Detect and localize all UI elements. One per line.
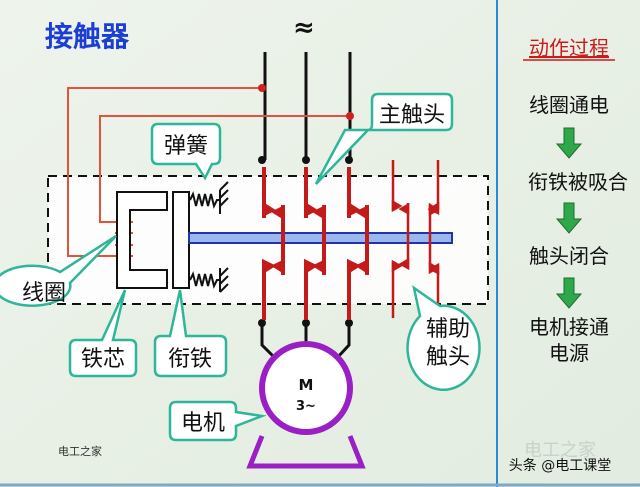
diagram-title: 接触器 <box>45 20 130 53</box>
motor-circle <box>259 341 353 435</box>
source-caption: 电工之家 <box>58 444 102 458</box>
label-aux-line2: 触头 <box>426 345 470 370</box>
callout-core-shape <box>68 289 138 378</box>
callouts <box>0 92 481 442</box>
process-step-2: 衔铁被吸合 <box>528 170 628 194</box>
main-contact-l2 <box>304 167 326 320</box>
process-step-1: 线圈通电 <box>529 93 609 117</box>
iron-core <box>116 191 168 289</box>
ac-symbol: ≈ <box>293 13 315 43</box>
watermark: 头条 @电工课堂 <box>509 457 611 474</box>
label-motor: 电机 <box>181 411 225 436</box>
push-bar <box>188 232 453 244</box>
junction-dot <box>258 84 266 92</box>
process-heading: 动作过程 <box>529 36 609 60</box>
main-contact-l3 <box>347 167 369 320</box>
down-arrow-icon <box>555 202 583 234</box>
process-step-3: 触头闭合 <box>529 244 609 268</box>
callout-motor-shape <box>168 400 267 442</box>
main-contact-l1 <box>262 167 285 320</box>
main-contacts <box>262 167 369 320</box>
motor-symbol: M <box>299 376 314 394</box>
down-arrow-icon <box>555 277 583 309</box>
junction-dot <box>346 112 354 120</box>
label-spring: 弹簧 <box>164 134 208 159</box>
label-main-contact: 主触头 <box>379 103 445 128</box>
process-step-4: 电机接通 <box>529 315 609 339</box>
callout-spring-shape <box>150 122 222 181</box>
label-core: 铁芯 <box>81 347 125 372</box>
armature <box>172 191 190 289</box>
callout-coil-shape <box>0 234 117 307</box>
motor: M 3~ <box>246 341 366 469</box>
process-arrows <box>555 127 583 309</box>
label-coil: 线圈 <box>22 281 66 306</box>
motor-base <box>246 435 366 469</box>
label-aux-line1: 辅助 <box>426 317 470 342</box>
watermark-faint: 电工之家 <box>524 440 596 461</box>
callout-armature-shape <box>153 289 228 378</box>
down-arrow-icon <box>555 127 583 159</box>
label-armature: 衔铁 <box>168 347 212 372</box>
callout-main-contact-shape <box>314 92 454 185</box>
callout-aux-shape <box>406 285 481 392</box>
springs <box>189 181 229 293</box>
terminal-dots <box>258 156 353 327</box>
process-step-5: 电源 <box>549 341 589 365</box>
motor-phase: 3~ <box>296 399 316 414</box>
